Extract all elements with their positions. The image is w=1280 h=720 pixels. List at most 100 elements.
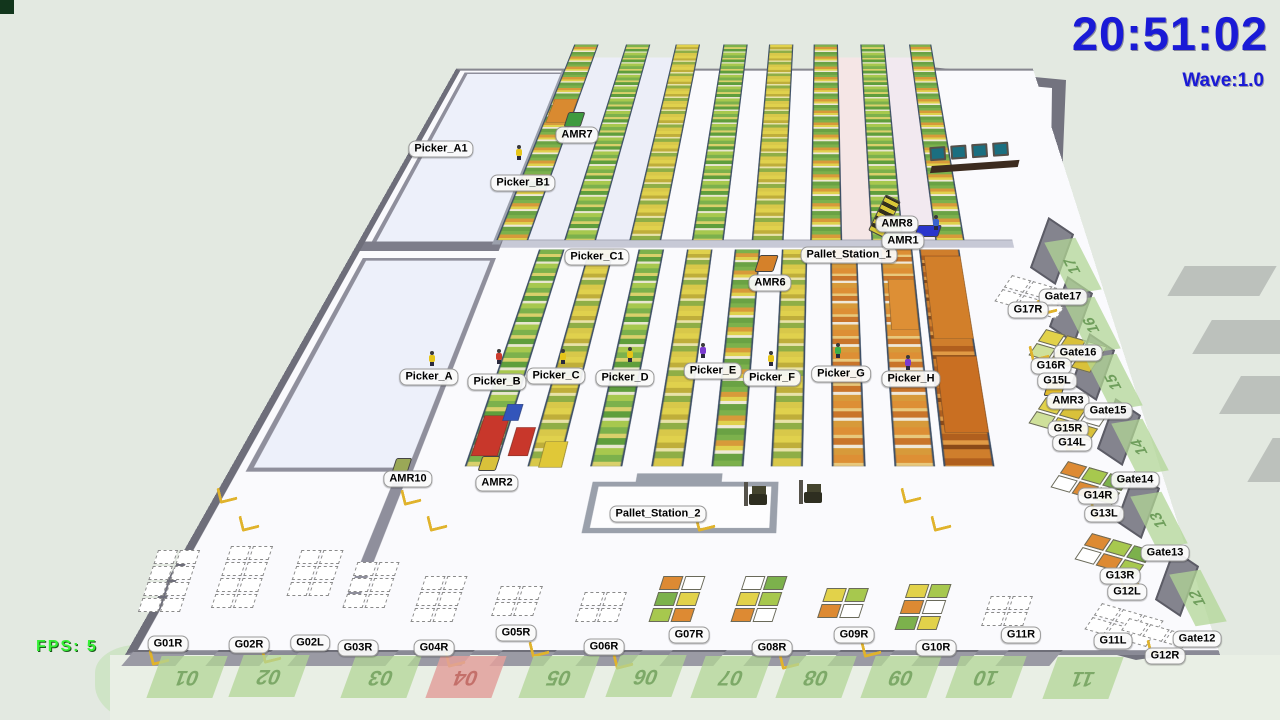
map-label-amr7: AMR7 (555, 126, 599, 144)
pallet-cell (410, 608, 436, 622)
person-legs (628, 358, 632, 362)
pallet-stack (887, 279, 920, 330)
map-label-amr6: AMR6 (748, 274, 792, 292)
forklift-body (804, 492, 822, 503)
map-label-amr1: AMR1 (881, 232, 925, 250)
picker-person (427, 351, 437, 366)
pallet-cell (352, 562, 378, 576)
map-label-amr3: AMR3 (1046, 392, 1090, 410)
map-label-g15l: G15L (1037, 372, 1077, 390)
person-legs (769, 362, 773, 366)
map-label-gate16: Gate16 (1053, 344, 1103, 362)
person-vest (429, 355, 435, 362)
map-label-picker-e: Picker_E (683, 362, 743, 380)
road-stripe (1247, 438, 1280, 482)
person-legs (836, 354, 840, 358)
map-label-picker-f: Picker_F (743, 369, 801, 387)
desk-monitor (992, 141, 1010, 157)
pallet-cell (496, 586, 521, 600)
pallet-cell (817, 604, 842, 618)
pallet-cell (575, 608, 600, 622)
person-legs (497, 360, 501, 364)
room-lower-left (245, 258, 496, 472)
map-label-picker-a1: Picker_A1 (408, 140, 474, 158)
pallet-cell (216, 578, 241, 592)
person-head (701, 343, 705, 347)
picker-person (514, 145, 524, 160)
rack-row (691, 44, 748, 241)
picker-person (494, 349, 504, 364)
fps-counter: FPS: 5 (36, 638, 98, 655)
map-label-picker-b: Picker_B (467, 373, 527, 391)
person-head (836, 343, 840, 347)
forklift (797, 480, 825, 506)
pallet-cell (296, 550, 322, 564)
pallet-cell (735, 592, 761, 606)
pallet-cell (226, 546, 252, 560)
picker-person (903, 355, 913, 370)
forklift (742, 482, 770, 508)
person-head (561, 349, 565, 353)
map-label-g03r: G03R (337, 639, 379, 657)
picker-person (558, 349, 568, 364)
pallet-cell (740, 576, 766, 590)
mid-wall (359, 241, 503, 252)
person-vest (560, 353, 566, 360)
pallet-cell (347, 578, 373, 592)
map-label-g13l: G13L (1084, 505, 1124, 523)
pallet-cell (658, 576, 684, 590)
person-legs (906, 366, 910, 370)
map-label-g01r: G01R (147, 635, 189, 653)
map-label-picker-g: Picker_G (811, 365, 871, 383)
pallet-cell (894, 616, 920, 630)
rack-row (751, 44, 794, 241)
pallet-cell (822, 588, 847, 602)
map-label-g02l: G02L (290, 634, 330, 652)
person-head (769, 351, 773, 355)
pallet-cell (143, 582, 168, 596)
pallet-cell (137, 598, 163, 612)
desk-monitor (971, 143, 989, 159)
map-label-g12l: G12L (1107, 583, 1147, 601)
map-label-picker-d: Picker_D (595, 369, 655, 387)
person-vest (516, 149, 522, 156)
map-label-g14r: G14R (1077, 487, 1119, 505)
pallet-cell (342, 594, 368, 608)
forklift-roof (752, 486, 766, 494)
simulation-clock: 20:51:02 (1071, 7, 1268, 60)
map-label-g17r: G17R (1007, 301, 1049, 319)
person-vest (496, 353, 502, 360)
pallet-stack (935, 356, 990, 433)
rack-row (810, 44, 843, 241)
map-label-g07r: G07R (668, 626, 710, 644)
pallet-cell (420, 576, 446, 590)
pallet-cell (415, 592, 441, 606)
pallet-cell (580, 592, 605, 606)
map-label-g05r: G05R (495, 624, 537, 642)
map-label-gate17: Gate17 (1038, 288, 1088, 306)
picker-person (625, 347, 635, 362)
map-label-g04r: G04R (413, 639, 455, 657)
map-label-picker-c: Picker_C (526, 367, 586, 385)
map-label-amr2: AMR2 (475, 474, 519, 492)
map-label-g09r: G09R (833, 626, 875, 644)
pallet-cell (986, 596, 1011, 610)
person-vest (768, 355, 774, 362)
forklift-roof (807, 484, 821, 492)
map-label-amr10: AMR10 (383, 470, 433, 488)
wave-indicator: Wave:1.0 (1182, 70, 1264, 91)
pallet-cell (491, 602, 516, 616)
person-vest (905, 359, 911, 366)
map-label-gate15: Gate15 (1083, 402, 1133, 420)
person-head (906, 355, 910, 359)
picker-person (766, 351, 776, 366)
person-vest (627, 351, 633, 358)
map-label-g10r: G10R (915, 639, 957, 657)
map-label-picker-h: Picker_H (881, 370, 941, 388)
person-vest (700, 347, 706, 354)
map-label-gate14: Gate14 (1110, 471, 1160, 489)
person-head (430, 351, 434, 355)
pallet-cell (653, 592, 679, 606)
pallet-cell (286, 582, 312, 596)
